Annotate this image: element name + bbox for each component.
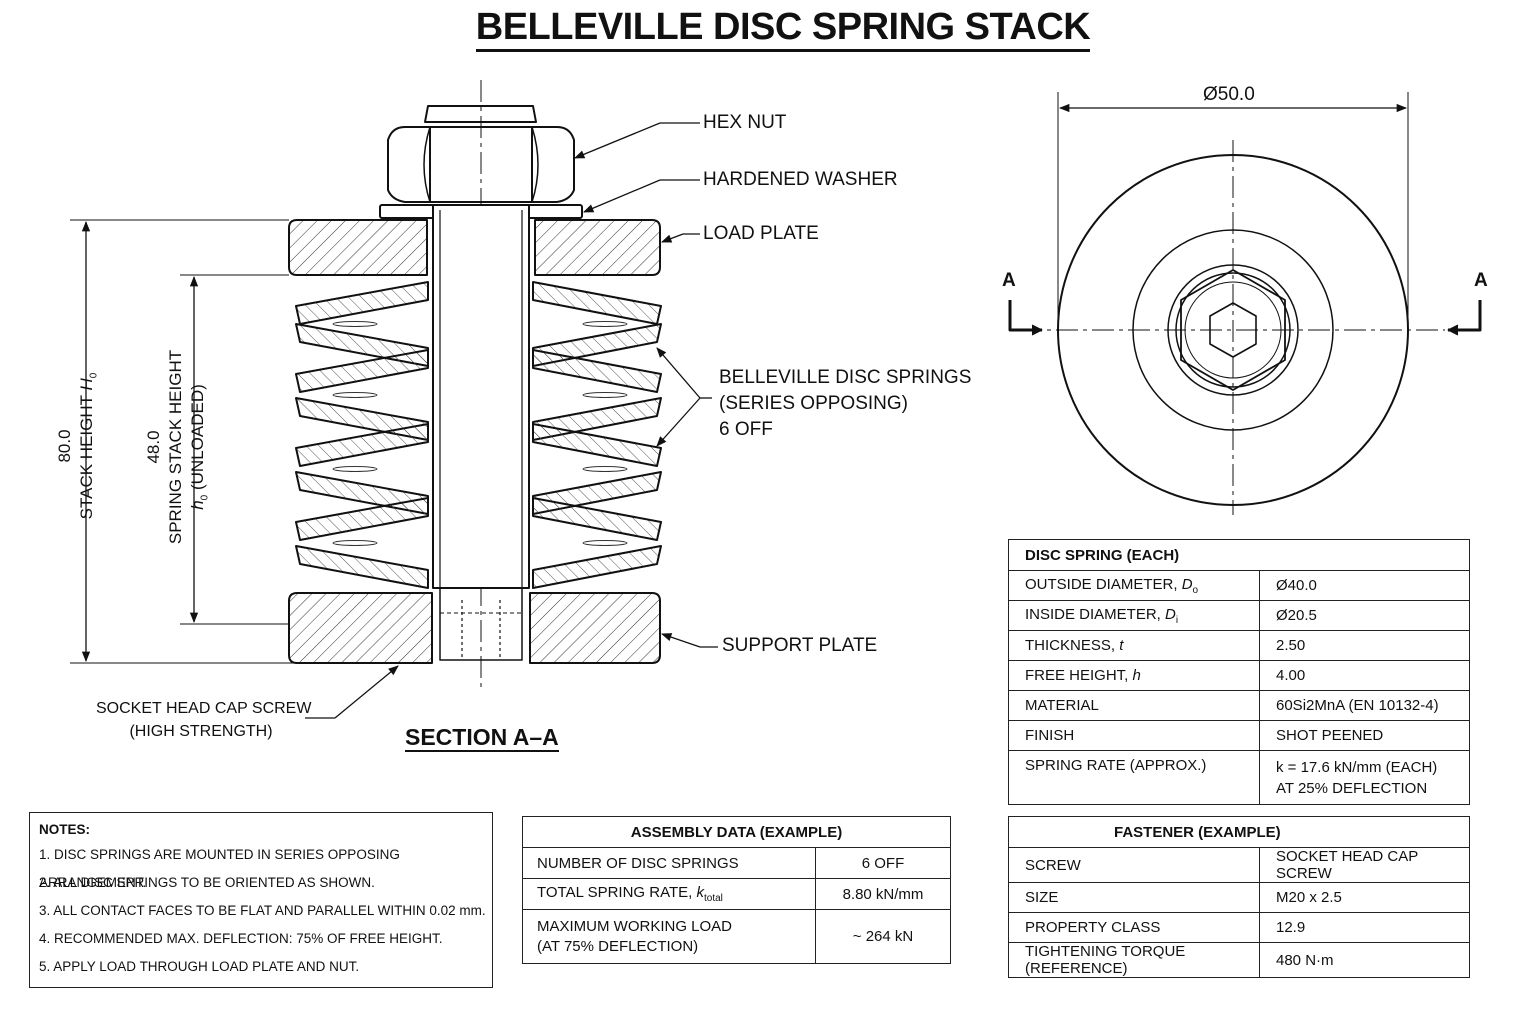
disc-spring-row-label: THICKNESS, t xyxy=(1008,630,1260,661)
dim-stack-height-label: STACK HEIGHT H0 xyxy=(77,372,100,520)
callout-hardened-washer: HARDENED WASHER xyxy=(703,169,898,190)
dim-stack-height: 80.0 STACK HEIGHT H0 xyxy=(54,296,106,596)
support-plate xyxy=(288,592,433,664)
assembly-row-label-line2: (AT 75% DEFLECTION) xyxy=(537,937,699,955)
hex-nut xyxy=(424,105,537,123)
fastener-row-value: M20 x 2.5 xyxy=(1259,882,1470,913)
dim-stack-height-value: 80.0 xyxy=(55,429,74,463)
callout-disc-springs-line1: BELLEVILLE DISC SPRINGS xyxy=(719,367,972,388)
note-item: 5. APPLY LOAD THROUGH LOAD PLATE AND NUT… xyxy=(39,959,360,974)
disc-spring-table-header: DISC SPRING (EACH) xyxy=(1008,539,1470,571)
section-mark-right: A xyxy=(1474,270,1488,291)
disc-spring-row-value: 4.00 xyxy=(1259,660,1470,691)
load-plate xyxy=(288,219,428,276)
fastener-row-value: 12.9 xyxy=(1259,912,1470,943)
disc-spring-row-label: FREE HEIGHT, h xyxy=(1008,660,1260,691)
disc-spring-row-label: OUTSIDE DIAMETER, Do xyxy=(1008,570,1260,601)
notes-box: NOTES: 1. DISC SPRINGS ARE MOUNTED IN SE… xyxy=(29,812,493,988)
callout-cap-screw: SOCKET HEAD CAP SCREW (HIGH STRENGTH) xyxy=(96,697,312,743)
disc-spring-row-value: SHOT PEENED xyxy=(1259,720,1470,751)
fastener-row-value: SOCKET HEAD CAP SCREW xyxy=(1259,847,1470,883)
disc-spring-row-label: MATERIAL xyxy=(1008,690,1260,721)
fastener-table: FASTENER (EXAMPLE) SCREW SOCKET HEAD CAP… xyxy=(1008,816,1470,978)
fastener-row-label: SIZE xyxy=(1008,882,1260,913)
disc-spring-row-value: 60Si2MnA (EN 10132-4) xyxy=(1259,690,1470,721)
callout-disc-springs-line3: 6 OFF xyxy=(719,419,773,440)
fastener-row-label: SCREW xyxy=(1008,847,1260,883)
note-item: 3. ALL CONTACT FACES TO BE FLAT AND PARA… xyxy=(39,903,486,918)
callout-support-plate: SUPPORT PLATE xyxy=(722,635,878,656)
assembly-row-value: 8.80 kN/mm xyxy=(815,878,951,910)
disc-spring-row-value: Ø20.5 xyxy=(1259,600,1470,631)
callout-cap-screw-line1: SOCKET HEAD CAP SCREW xyxy=(96,700,312,717)
assembly-row-value: 6 OFF xyxy=(815,847,951,879)
callout-cap-screw-line2: (HIGH STRENGTH) xyxy=(129,723,273,740)
disc-spring-rate-label: SPRING RATE (APPROX.) xyxy=(1008,750,1260,805)
fastener-row-value: 480 N·m xyxy=(1259,942,1470,978)
fastener-table-header: FASTENER (EXAMPLE) xyxy=(1008,816,1470,848)
section-mark-left: A xyxy=(1002,270,1016,291)
fastener-row-label: PROPERTY CLASS xyxy=(1008,912,1260,943)
assembly-table: ASSEMBLY DATA (EXAMPLE) NUMBER OF DISC S… xyxy=(522,816,951,964)
dim-spring-height-note: h0 (UNLOADED) xyxy=(188,384,211,510)
note-item: 1. DISC SPRINGS ARE MOUNTED IN SERIES OP… xyxy=(39,847,400,890)
assembly-row-label: TOTAL SPRING RATE, ktotal xyxy=(522,878,816,910)
section-label: SECTION A–A xyxy=(405,724,559,752)
assembly-table-header: ASSEMBLY DATA (EXAMPLE) xyxy=(522,816,951,848)
disc-spring-row-label: FINISH xyxy=(1008,720,1260,751)
fastener-row-label: TIGHTENING TORQUE (REFERENCE) xyxy=(1008,942,1260,978)
note-item: 4. RECOMMENDED MAX. DEFLECTION: 75% OF F… xyxy=(39,931,443,946)
assembly-row-label: MAXIMUM WORKING LOAD (AT 75% DEFLECTION) xyxy=(522,909,816,964)
disc-spring-row-value: 2.50 xyxy=(1259,630,1470,661)
callout-load-plate: LOAD PLATE xyxy=(703,223,819,244)
disc-springs xyxy=(295,281,662,589)
assembly-row-label: NUMBER OF DISC SPRINGS xyxy=(522,847,816,879)
dim-outer-diameter: Ø50.0 xyxy=(1203,84,1255,105)
disc-spring-rate-value-1: k = 17.6 kN/mm (EACH) xyxy=(1276,758,1438,776)
dim-spring-height-label: SPRING STACK HEIGHT xyxy=(166,349,185,545)
disc-spring-row-value: Ø40.0 xyxy=(1259,570,1470,601)
dim-spring-height-value: 48.0 xyxy=(144,430,163,464)
notes-header: NOTES: xyxy=(39,822,91,837)
disc-spring-table: DISC SPRING (EACH) OUTSIDE DIAMETER, Do … xyxy=(1008,539,1470,805)
drawing-title: BELLEVILLE DISC SPRING STACK xyxy=(0,6,1536,52)
assembly-row-label-line1: MAXIMUM WORKING LOAD xyxy=(537,917,733,935)
dim-spring-height: 48.0 SPRING STACK HEIGHT h0 (UNLOADED) xyxy=(143,297,217,597)
cap-screw xyxy=(432,206,530,589)
top-view xyxy=(1008,92,1482,515)
disc-spring-row-label: INSIDE DIAMETER, Di xyxy=(1008,600,1260,631)
callout-disc-springs: BELLEVILLE DISC SPRINGS (SERIES OPPOSING… xyxy=(719,365,971,443)
callout-hex-nut: HEX NUT xyxy=(703,112,787,133)
disc-spring-rate-value: k = 17.6 kN/mm (EACH) AT 25% DEFLECTION xyxy=(1259,750,1470,805)
assembly-row-value: ~ 264 kN xyxy=(815,909,951,964)
disc-spring-rate-value-2: AT 25% DEFLECTION xyxy=(1276,779,1428,797)
callout-disc-springs-line2: (SERIES OPPOSING) xyxy=(719,393,908,414)
note-item: 2. ALL DISC SPRINGS TO BE ORIENTED AS SH… xyxy=(39,875,375,890)
